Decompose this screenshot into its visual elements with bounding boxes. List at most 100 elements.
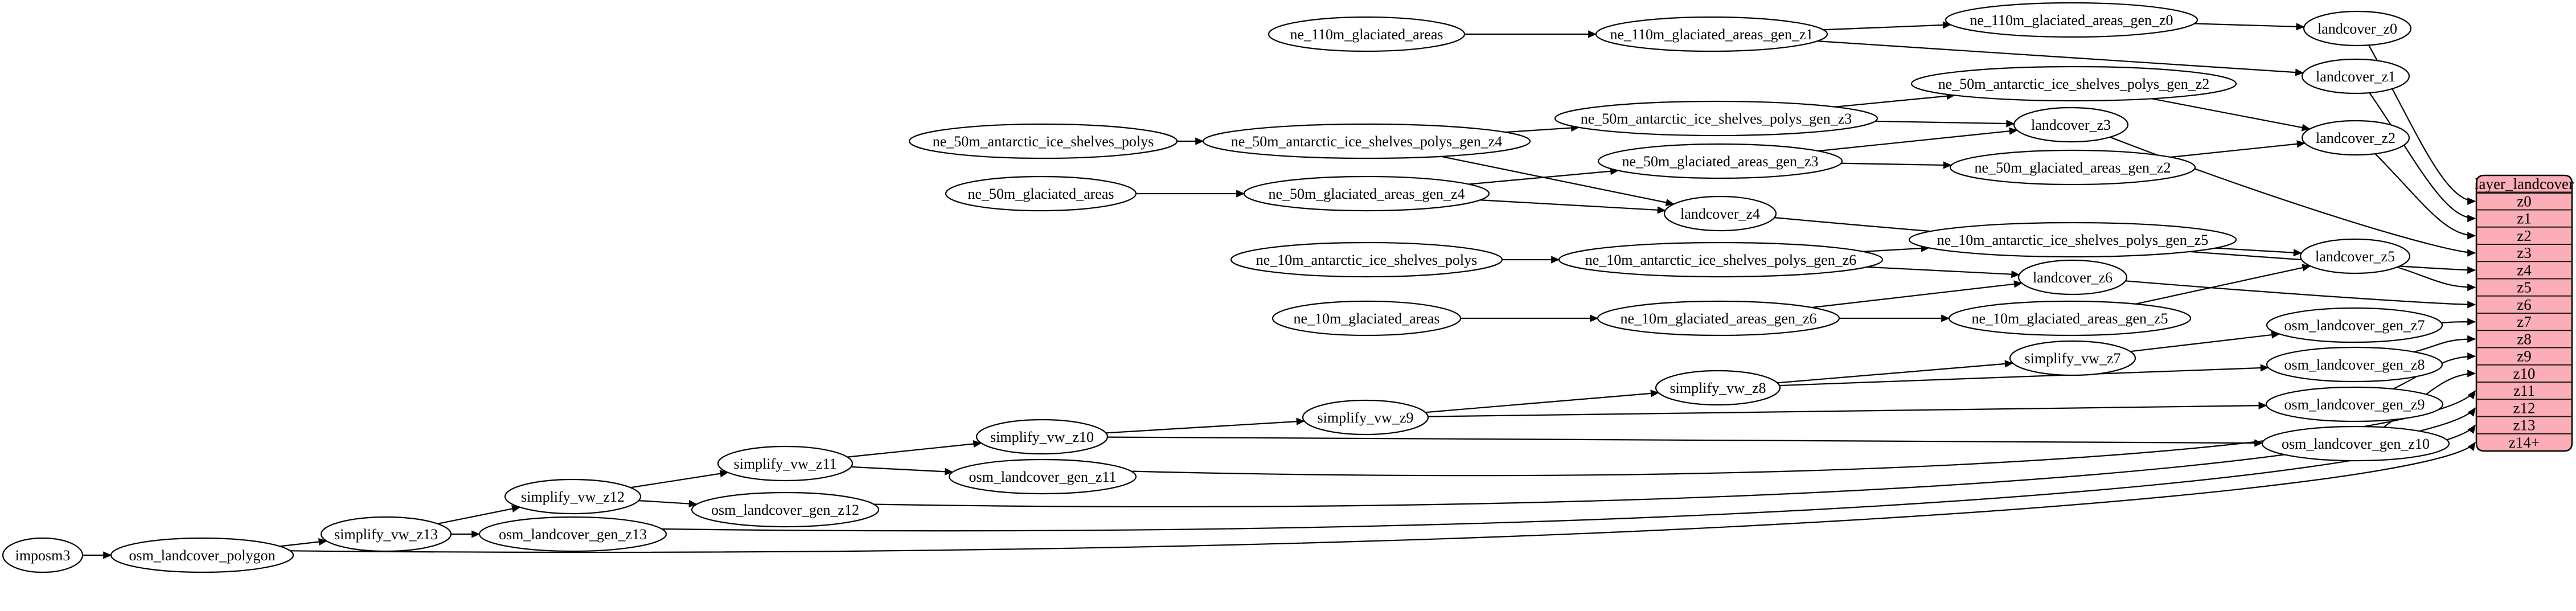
node-ne_110m_glaciated_areas_gen_z0: ne_110m_glaciated_areas_gen_z0 bbox=[1945, 2, 2198, 38]
node-landcover_z5: landcover_z5 bbox=[2299, 238, 2411, 274]
node-ellipse-ne_50m_antarctic_ice_shelves_polys_gen_z3 bbox=[1554, 100, 1878, 137]
node-label-landcover_z1: landcover_z1 bbox=[2316, 68, 2395, 85]
edge-osm_landcover_polygon-to-layer-row-z14+ bbox=[290, 441, 2476, 553]
node-ellipse-landcover_z3 bbox=[2013, 106, 2129, 143]
node-ellipse-ne_110m_glaciated_areas_gen_z1 bbox=[1595, 16, 1828, 52]
nodes-layer: imposm3 osm_landcover_polygon simplify_vw_… bbox=[2, 2, 2450, 573]
table-row-label-z9: z9 bbox=[2517, 348, 2531, 365]
node-landcover_z3: landcover_z3 bbox=[2013, 106, 2129, 143]
node-ne_50m_glaciated_areas: ne_50m_glaciated_areas bbox=[945, 175, 1137, 212]
table-row-label-z6: z6 bbox=[2517, 296, 2531, 313]
node-label-ne_10m_glaciated_areas_gen_z5: ne_10m_glaciated_areas_gen_z5 bbox=[1971, 310, 2168, 327]
node-ne_50m_antarctic_ice_shelves_polys_gen_z2: ne_50m_antarctic_ice_shelves_polys_gen_z… bbox=[1910, 65, 2237, 102]
node-label-osm_landcover_gen_z8: osm_landcover_gen_z8 bbox=[2284, 356, 2425, 373]
edge-ne_10m_antarctic_ice_shelves_polys_gen_z6-to-landcover_z6 bbox=[1867, 266, 2020, 278]
node-osm_landcover_gen_z9: osm_landcover_gen_z9 bbox=[2265, 386, 2444, 423]
node-ellipse-ne_50m_glaciated_areas_gen_z3 bbox=[1597, 143, 1843, 179]
node-landcover_z4: landcover_z4 bbox=[1663, 195, 1777, 232]
edge-simplify_vw_z10-to-osm_landcover_gen_z10 bbox=[1107, 436, 2263, 447]
edge-simplify_vw_z13-to-simplify_vw_z12 bbox=[437, 505, 521, 524]
node-ellipse-ne_50m_antarctic_ice_shelves_polys_gen_z4 bbox=[1202, 123, 1531, 159]
table-row-label-z8: z8 bbox=[2517, 330, 2531, 347]
node-label-simplify_vw_z9: simplify_vw_z9 bbox=[1318, 409, 1414, 426]
node-label-ne_110m_glaciated_areas: ne_110m_glaciated_areas bbox=[1290, 26, 1443, 43]
node-ellipse-simplify_vw_z7 bbox=[2009, 340, 2136, 376]
edge-landcover_z5-to-layer-row-z5 bbox=[2397, 266, 2476, 292]
node-ne_10m_glaciated_areas_gen_z5: ne_10m_glaciated_areas_gen_z5 bbox=[1948, 300, 2192, 337]
node-ellipse-simplify_vw_z13 bbox=[320, 516, 452, 552]
node-osm_landcover_gen_z11: osm_landcover_gen_z11 bbox=[948, 458, 1137, 495]
node-ne_110m_glaciated_areas: ne_110m_glaciated_areas bbox=[1268, 16, 1466, 52]
edge-simplify_vw_z9-to-simplify_vw_z8 bbox=[1425, 389, 1659, 413]
node-label-simplify_vw_z12: simplify_vw_z12 bbox=[521, 489, 625, 505]
node-ellipse-ne_50m_glaciated_areas bbox=[945, 175, 1137, 212]
node-ne_50m_antarctic_ice_shelves_polys_gen_z4: ne_50m_antarctic_ice_shelves_polys_gen_z… bbox=[1202, 123, 1531, 159]
node-ne_10m_antarctic_ice_shelves_polys_gen_z6: ne_10m_antarctic_ice_shelves_polys_gen_z… bbox=[1558, 241, 1884, 278]
node-label-landcover_z6: landcover_z6 bbox=[2033, 269, 2113, 286]
node-ellipse-simplify_vw_z12 bbox=[504, 478, 642, 515]
node-ellipse-landcover_z6 bbox=[2017, 259, 2128, 296]
node-ellipse-osm_landcover_gen_z12 bbox=[691, 491, 880, 528]
node-ellipse-ne_110m_glaciated_areas_gen_z0 bbox=[1945, 2, 2198, 38]
edge-ne_50m_antarctic_ice_shelves_polys_gen_z4-to-ne_50m_antarctic_ice_shelves_polys_gen_z3 bbox=[1505, 124, 1580, 133]
node-label-simplify_vw_z11: simplify_vw_z11 bbox=[733, 456, 836, 472]
edge-simplify_vw_z11-to-osm_landcover_gen_z11 bbox=[851, 466, 954, 475]
node-ellipse-simplify_vw_z11 bbox=[717, 445, 854, 482]
node-label-ne_50m_antarctic_ice_shelves_polys: ne_50m_antarctic_ice_shelves_polys bbox=[933, 133, 1154, 150]
table-row-label-z4: z4 bbox=[2517, 261, 2532, 278]
node-label-osm_landcover_gen_z10: osm_landcover_gen_z10 bbox=[2282, 436, 2430, 452]
node-label-ne_50m_glaciated_areas_gen_z2: ne_50m_glaciated_areas_gen_z2 bbox=[1974, 159, 2171, 176]
node-ellipse-ne_10m_antarctic_ice_shelves_polys bbox=[1230, 241, 1503, 278]
node-label-ne_110m_glaciated_areas_gen_z1: ne_110m_glaciated_areas_gen_z1 bbox=[1610, 26, 1813, 43]
node-simplify_vw_z13: simplify_vw_z13 bbox=[320, 516, 452, 552]
table-row-label-z10: z10 bbox=[2513, 365, 2536, 382]
node-simplify_vw_z8: simplify_vw_z8 bbox=[1655, 370, 1781, 406]
node-label-ne_10m_antarctic_ice_shelves_polys_gen_z5: ne_10m_antarctic_ice_shelves_polys_gen_z… bbox=[1937, 232, 2209, 248]
table-row-label-z14+: z14+ bbox=[2509, 434, 2540, 451]
node-osm_landcover_gen_z13: osm_landcover_gen_z13 bbox=[478, 516, 667, 552]
node-simplify_vw_z9: simplify_vw_z9 bbox=[1302, 399, 1429, 436]
table-row-label-z7: z7 bbox=[2517, 313, 2531, 330]
node-label-simplify_vw_z10: simplify_vw_z10 bbox=[990, 429, 1094, 445]
table-row-label-z11: z11 bbox=[2513, 382, 2535, 399]
edge-landcover_z4-to-layer-row-z4 bbox=[1774, 217, 2476, 274]
node-label-ne_50m_glaciated_areas_gen_z3: ne_50m_glaciated_areas_gen_z3 bbox=[1622, 153, 1818, 170]
node-label-imposm3: imposm3 bbox=[15, 547, 71, 564]
node-ellipse-landcover_z2 bbox=[2301, 120, 2410, 156]
edge-ne_50m_glaciated_areas_gen_z2-to-landcover_z2 bbox=[2170, 140, 2306, 158]
node-osm_landcover_polygon: osm_landcover_polygon bbox=[110, 537, 294, 573]
edge-ne_50m_antarctic_ice_shelves_polys_gen_z3-to-ne_50m_antarctic_ice_shelves_polys_gen_z2 bbox=[1835, 92, 1955, 108]
node-label-ne_10m_glaciated_areas_gen_z6: ne_10m_glaciated_areas_gen_z6 bbox=[1620, 310, 1816, 327]
node-osm_landcover_gen_z8: osm_landcover_gen_z8 bbox=[2266, 346, 2443, 383]
node-label-ne_50m_glaciated_areas: ne_50m_glaciated_areas bbox=[968, 186, 1114, 202]
node-label-ne_50m_antarctic_ice_shelves_polys_gen_z3: ne_50m_antarctic_ice_shelves_polys_gen_z… bbox=[1581, 110, 1852, 127]
node-label-ne_10m_antarctic_ice_shelves_polys_gen_z6: ne_10m_antarctic_ice_shelves_polys_gen_z… bbox=[1585, 252, 1857, 268]
node-ne_50m_glaciated_areas_gen_z2: ne_50m_glaciated_areas_gen_z2 bbox=[1949, 149, 2196, 186]
node-label-landcover_z4: landcover_z4 bbox=[1680, 206, 1760, 222]
node-ellipse-landcover_z4 bbox=[1663, 195, 1777, 232]
node-label-ne_50m_antarctic_ice_shelves_polys_gen_z4: ne_50m_antarctic_ice_shelves_polys_gen_z… bbox=[1231, 133, 1503, 150]
node-label-osm_landcover_polygon: osm_landcover_polygon bbox=[129, 547, 275, 564]
node-ne_10m_glaciated_areas: ne_10m_glaciated_areas bbox=[1271, 300, 1462, 337]
node-label-osm_landcover_gen_z11: osm_landcover_gen_z11 bbox=[969, 469, 1117, 485]
node-ne_110m_glaciated_areas_gen_z1: ne_110m_glaciated_areas_gen_z1 bbox=[1595, 16, 1828, 52]
node-osm_landcover_gen_z7: osm_landcover_gen_z7 bbox=[2266, 307, 2443, 343]
node-label-ne_110m_glaciated_areas_gen_z0: ne_110m_glaciated_areas_gen_z0 bbox=[1970, 12, 2173, 28]
node-label-landcover_z5: landcover_z5 bbox=[2315, 248, 2395, 265]
edges-layer bbox=[83, 21, 2476, 559]
node-ellipse-osm_landcover_gen_z7 bbox=[2266, 307, 2443, 343]
edge-ne_50m_glaciated_areas_gen_z3-to-landcover_z3 bbox=[1818, 127, 2018, 152]
node-simplify_vw_z11: simplify_vw_z11 bbox=[717, 445, 854, 482]
edge-ne_110m_glaciated_areas_gen_z0-to-landcover_z0 bbox=[2194, 23, 2305, 31]
node-label-ne_50m_glaciated_areas_gen_z4: ne_50m_glaciated_areas_gen_z4 bbox=[1268, 186, 1465, 202]
edge-ne_10m_antarctic_ice_shelves_polys_gen_z6-to-ne_10m_antarctic_ice_shelves_polys_gen_z5 bbox=[1863, 244, 1930, 252]
node-ellipse-imposm3 bbox=[2, 537, 84, 573]
node-ellipse-ne_10m_glaciated_areas_gen_z5 bbox=[1948, 300, 2192, 337]
node-ellipse-landcover_z1 bbox=[2301, 58, 2410, 95]
node-ellipse-osm_landcover_gen_z8 bbox=[2266, 346, 2443, 383]
edge-simplify_vw_z8-to-simplify_vw_z7 bbox=[1777, 360, 2014, 384]
edge-simplify_vw_z8-to-osm_landcover_gen_z8 bbox=[1779, 364, 2269, 387]
node-landcover_z2: landcover_z2 bbox=[2301, 120, 2410, 156]
node-ellipse-ne_10m_antarctic_ice_shelves_polys_gen_z5 bbox=[1908, 222, 2237, 258]
node-ellipse-osm_landcover_polygon bbox=[110, 537, 294, 573]
